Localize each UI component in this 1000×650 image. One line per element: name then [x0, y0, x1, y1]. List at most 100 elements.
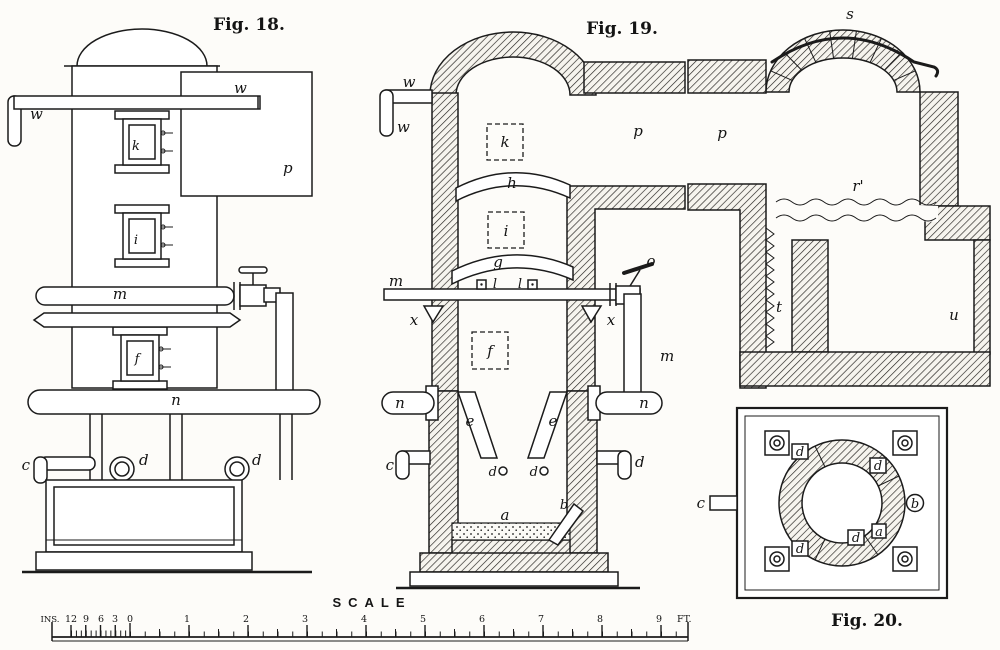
figure-20-plan: Fig. 20. d d [697, 406, 949, 631]
fig18-pipe-d-right [224, 456, 250, 482]
fig19-label-a: a [501, 506, 510, 524]
fig19-pipe-d-outer [596, 450, 632, 480]
serrated-edge [765, 227, 775, 349]
section-break [775, 198, 938, 222]
fig19-label-x-right: x [607, 311, 616, 329]
flue-floor-wall [739, 351, 991, 387]
fig19-base-slab [419, 552, 609, 573]
fig19-pipe-n-left [381, 391, 435, 415]
fig19-plinth [409, 571, 619, 587]
fig19-baffle-h [455, 172, 571, 203]
fig19-label-w-lower: w [397, 118, 410, 136]
fig20-label-d-top: d [796, 445, 804, 460]
fig18-label-w-top: w [234, 79, 247, 97]
fig19-label-w-upper: w [403, 73, 416, 91]
fig18-caption: Fig. 18. [213, 15, 285, 35]
scale-foot-4: 4 [361, 614, 367, 625]
fig20-corner-bolts [764, 430, 918, 572]
fig19-label-o: o [646, 252, 655, 270]
scale-foot-6: 6 [479, 614, 485, 625]
fig19-pipe-c [395, 450, 431, 480]
fig19-nozzle-d-left [498, 466, 508, 476]
fig19-label-k: k [500, 133, 509, 151]
fig20-label-c: c [697, 494, 706, 512]
scale-inch-3: 3 [112, 614, 118, 625]
fig19-valve-lever [622, 262, 654, 275]
fig19-label-f: f [486, 342, 495, 360]
fig19-wedge-x-right [580, 305, 603, 324]
fig19-label-d-outer: d [635, 453, 645, 471]
fig19-flue-top-wall [583, 61, 686, 94]
fig18-label-m: m [113, 285, 127, 303]
fig19-zone-k [486, 123, 524, 161]
flue-label-r: r' [852, 177, 863, 195]
fig18-label-f: f [134, 352, 142, 367]
fig19-label-e-right: e [549, 412, 558, 430]
scale-foot-7: 7 [538, 614, 544, 625]
flue-label-s: s [846, 5, 854, 23]
fig19-label-d-inner-left: d [489, 465, 497, 480]
figure-19-flue-continuation: s p r' t u [687, 5, 991, 389]
scale-foot-2: 2 [243, 614, 249, 625]
fig20-caption: Fig. 20. [831, 611, 903, 631]
fig19-label-d-inner-right: d [530, 465, 538, 480]
fig18-pipe-m-and-valve [35, 266, 294, 394]
fig19-label-l-left: l [493, 277, 497, 292]
fig19-label-p: p [633, 122, 643, 140]
scale-ft-unit: FT. [677, 614, 692, 625]
fig19-nozzle-d-right [539, 466, 549, 476]
damper-rod-s [770, 36, 940, 78]
fig19-label-x-left: x [410, 311, 419, 329]
scale-inch-12: 12 [65, 614, 77, 625]
arch-voussoir-lines [770, 30, 916, 81]
fig18-tray [32, 312, 242, 328]
flue-right-wall-lower [973, 239, 991, 355]
fig18-label-p: p [283, 159, 293, 177]
scale-inch-9: 9 [83, 614, 89, 625]
figure-19-section: Fig. 19. [379, 19, 686, 590]
fig19-label-c: c [386, 456, 395, 474]
fig19-pipe-n-right [595, 391, 663, 415]
fig19-label-n-left: n [395, 394, 405, 412]
fig19-label-b: b [560, 498, 568, 513]
fig18-label-w-left: w [30, 105, 43, 123]
flue-bottom-and-left-wall [687, 183, 767, 389]
fig19-throat-e-right [526, 391, 569, 459]
scale-foot-9: 9 [656, 614, 662, 625]
fig19-label-e-left: e [466, 412, 475, 430]
fig20-label-d-bottom-left: d [796, 542, 804, 557]
fig19-wedge-x-left [422, 305, 445, 324]
fig18-label-c: c [22, 456, 31, 474]
fig18-label-n: n [171, 391, 181, 409]
flue-divider-wall [791, 239, 829, 353]
fig19-fuel-bed-a [451, 522, 571, 541]
fig19-caption: Fig. 19. [586, 19, 658, 39]
fig18-pipe-c [33, 456, 96, 484]
fig18-label-i: i [134, 233, 138, 248]
fig19-left-wall [431, 92, 459, 392]
scale-foot-3: 3 [302, 614, 308, 625]
fig20-label-b: b [911, 497, 919, 512]
fig19-arch-crown [429, 31, 597, 96]
fig20-stub-c [709, 495, 738, 511]
scale-ins-unit: INS. [40, 615, 59, 625]
scale-bar: SCALE [40, 595, 692, 642]
flue-label-p: p [717, 124, 727, 142]
fig19-label-n-right: n [639, 394, 649, 412]
fig19-zone-i [487, 211, 525, 249]
scale-foot-1: 1 [184, 614, 190, 625]
fig18-label-d-left: d [139, 451, 149, 469]
fig18-pipe-w [7, 95, 261, 147]
fig19-zone-f [471, 331, 509, 370]
fig18-pipe-n [27, 389, 321, 415]
fig18-dome [76, 28, 208, 67]
fig19-chute-b [547, 502, 585, 546]
scale-foot-8: 8 [597, 614, 603, 625]
fig18-chamber-p [180, 71, 313, 197]
scale-inch-0: 0 [127, 614, 133, 625]
scale-inch-6: 6 [98, 614, 104, 625]
fig19-label-m-right: m [660, 347, 674, 365]
flue-masonry [687, 29, 991, 389]
fig18-base [22, 479, 312, 574]
